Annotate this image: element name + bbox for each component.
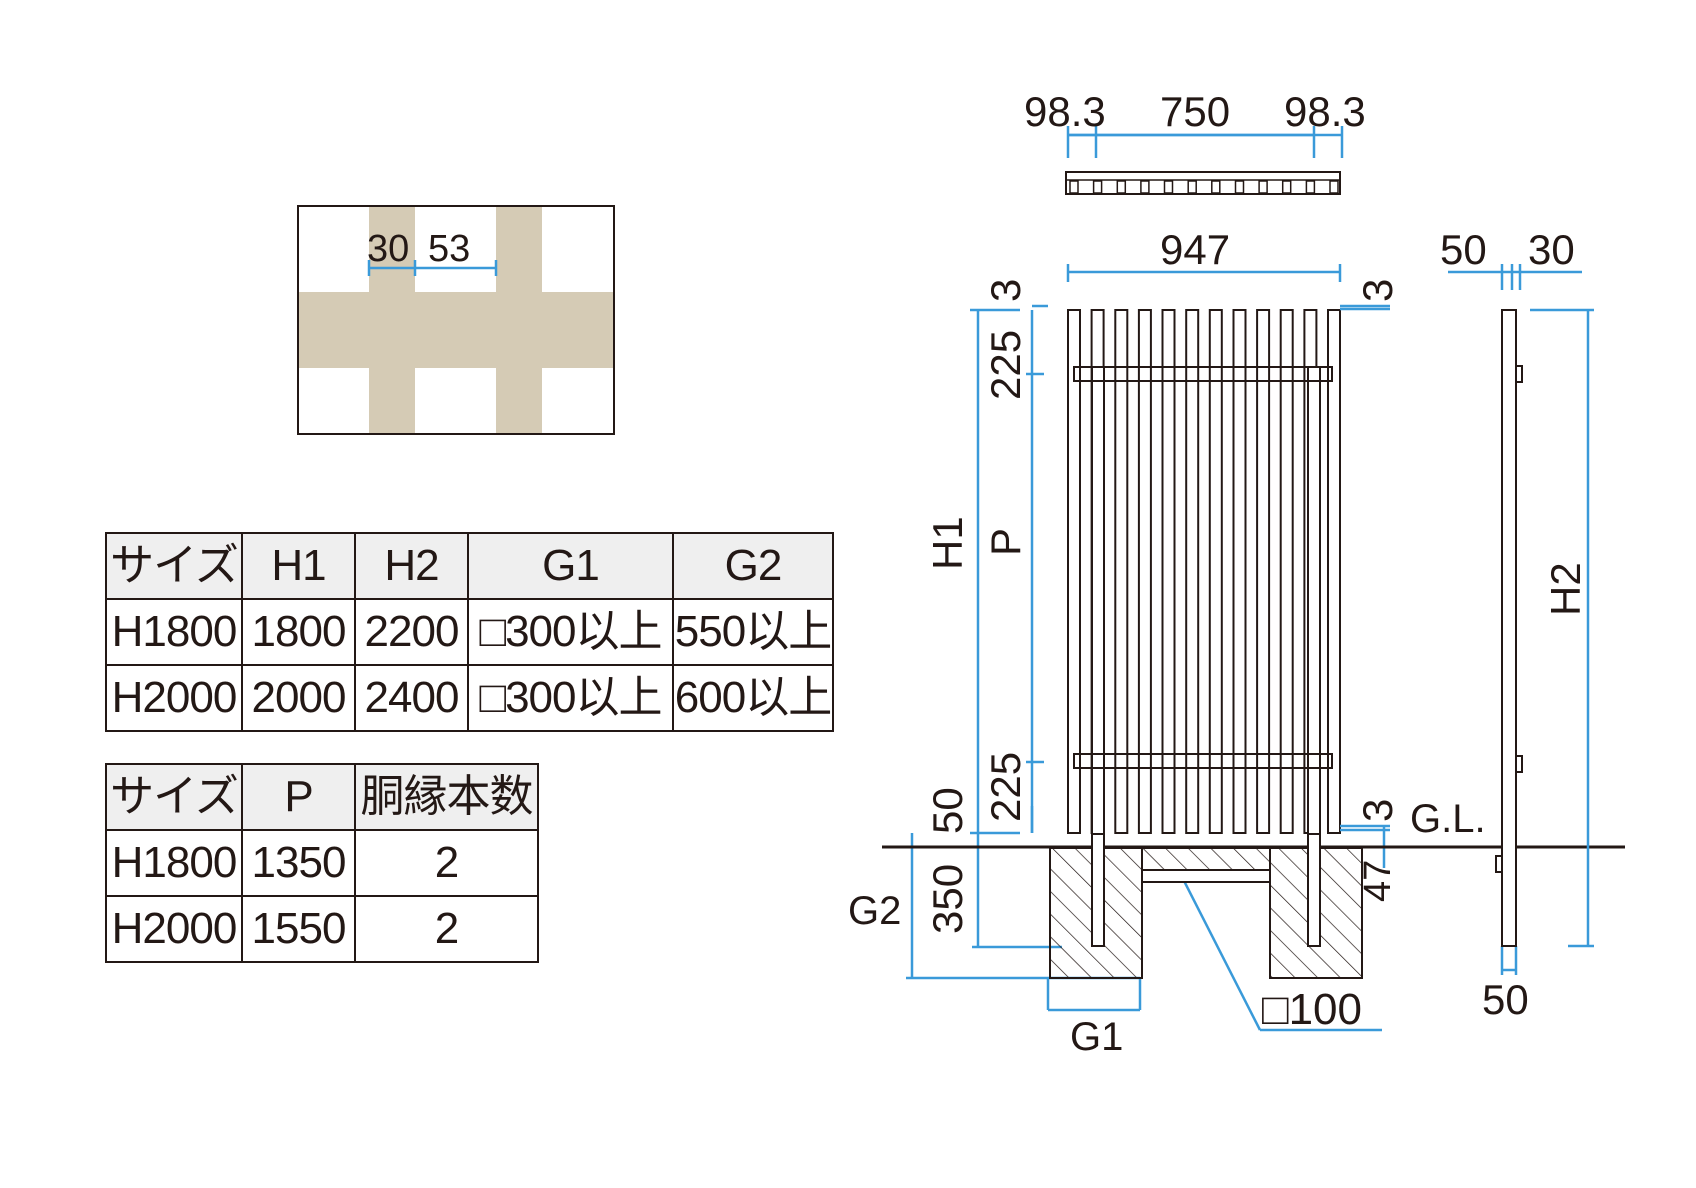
table-cell: H1800: [105, 598, 243, 666]
embed-right: 47: [1357, 860, 1399, 902]
table-row: H2000 1550 2: [105, 895, 539, 963]
fence-slat: [1137, 309, 1152, 834]
side-depth-a: 50: [1440, 226, 1487, 273]
table-cell: 2400: [354, 664, 469, 732]
fence-slat: [1208, 309, 1223, 834]
plan-slat: [1211, 180, 1221, 194]
top-dim-center: 750: [1160, 88, 1230, 135]
fence-slat: [1279, 309, 1294, 834]
table-row: H1800 1350 2: [105, 829, 539, 897]
table-cell: 550以上: [672, 598, 834, 666]
pattern-detail: 30 53: [297, 205, 615, 435]
pitch-label: P: [982, 528, 1029, 556]
bottom-gap-right: 3: [1354, 799, 1401, 822]
plan-slat: [1329, 180, 1339, 194]
plan-slat: [1281, 180, 1292, 194]
header-p: P: [241, 763, 356, 831]
header-h1: H1: [241, 532, 356, 600]
top-dim-left: 98.3: [1024, 88, 1106, 135]
bottom-offset: 225: [982, 752, 1029, 822]
side-view: 50 30 H2 50: [1440, 226, 1594, 1023]
plan-slat: [1069, 180, 1079, 194]
fence-post: [1307, 366, 1321, 848]
height-label-h1: H1: [924, 516, 971, 570]
header-size: サイズ: [105, 532, 243, 600]
table-row: H2000 2000 2400 □300以上 600以上: [105, 664, 834, 732]
front-width: 947: [1160, 226, 1230, 273]
table-cell: 2: [354, 829, 539, 897]
side-depth-b: 30: [1528, 226, 1575, 273]
table-header-row: サイズ P 胴縁本数: [105, 763, 539, 831]
table-cell: □300以上: [467, 598, 674, 666]
table-cell: 600以上: [672, 664, 834, 732]
embed-depth: 350: [924, 864, 971, 934]
pattern-dim-a: 30: [367, 228, 409, 270]
side-post-size: 50: [1482, 976, 1529, 1023]
table-cell: 2: [354, 895, 539, 963]
plan-slat: [1092, 180, 1103, 194]
fence-slat: [1232, 309, 1247, 834]
plan-slat: [1258, 180, 1268, 194]
fence-slat: [1327, 309, 1341, 834]
beam-label: □100: [1262, 985, 1362, 1034]
table-cell: □300以上: [467, 664, 674, 732]
plan-slat: [1140, 180, 1150, 194]
front-view: 947: [848, 226, 1625, 1059]
table-cell: 1800: [241, 598, 356, 666]
table-cell: H1800: [105, 829, 243, 897]
plan-slat: [1116, 180, 1127, 194]
table-cell: H2000: [105, 895, 243, 963]
top-view: 98.3 750 98.3: [1024, 88, 1366, 195]
plan-slat: [1163, 180, 1174, 194]
foundation-depth-label: G2: [848, 889, 901, 933]
table-cell: 1550: [241, 895, 356, 963]
plan-slat: [1305, 180, 1316, 194]
pattern-dim-b: 53: [428, 228, 470, 270]
fence-slat: [1067, 309, 1081, 834]
header-rail-count: 胴縁本数: [354, 763, 539, 831]
fence-post: [1091, 366, 1105, 848]
size-table: サイズ H1 H2 G1 G2 H1800 1800 2200 □300以上 5…: [105, 532, 834, 732]
table-row: H1800 1800 2200 □300以上 550以上: [105, 598, 834, 666]
top-offset: 225: [982, 330, 1029, 400]
header-g1: G1: [467, 532, 674, 600]
header-g2: G2: [672, 532, 834, 600]
height-label-h2: H2: [1542, 562, 1589, 616]
fence-slat: [1161, 309, 1176, 834]
table-cell: 1350: [241, 829, 356, 897]
plan-slat: [1234, 180, 1245, 194]
top-gap-right: 3: [1354, 279, 1401, 302]
plan-slat: [1187, 180, 1197, 194]
table-header-row: サイズ H1 H2 G1 G2: [105, 532, 834, 600]
ground-label: G.L.: [1410, 797, 1486, 841]
foundation-width-label: G1: [1070, 1015, 1123, 1059]
top-gap-left: 3: [982, 279, 1029, 302]
bottom-clearance: 50: [924, 787, 971, 834]
header-size: サイズ: [105, 763, 243, 831]
fence-slat: [1256, 309, 1271, 834]
top-dim-right: 98.3: [1284, 88, 1366, 135]
fence-slat: [1185, 309, 1200, 834]
pitch-table: サイズ P 胴縁本数 H1800 1350 2 H2000 1550 2: [105, 763, 539, 963]
table-cell: 2200: [354, 598, 469, 666]
table-cell: 2000: [241, 664, 356, 732]
table-cell: H2000: [105, 664, 243, 732]
fence-slat: [1114, 309, 1129, 834]
header-h2: H2: [354, 532, 469, 600]
